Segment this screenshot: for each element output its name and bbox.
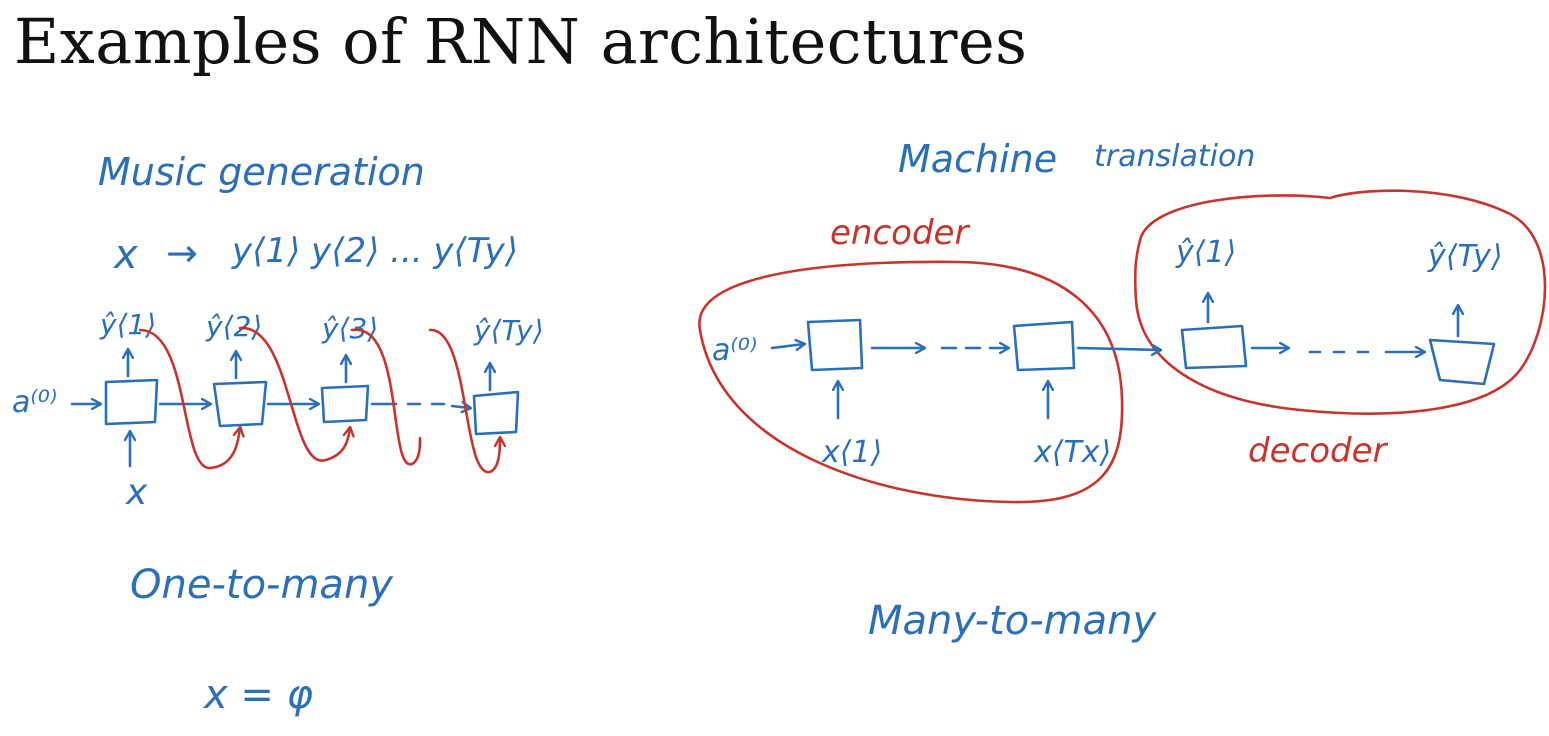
activation-arrow-dashed	[370, 404, 470, 408]
machine-translation-heading-1: Machine	[898, 137, 1057, 181]
feedback-loop-2	[238, 326, 350, 462]
feedback-loop-4	[428, 328, 500, 474]
encoder-input-label-2: x⟨Tx⟩	[1033, 435, 1111, 470]
feedback-loop-3	[350, 328, 422, 466]
decoder-cell-1	[1180, 324, 1248, 370]
rnn-cell-2	[212, 380, 268, 428]
slide-title: Examples of RNN architectures	[14, 5, 1028, 78]
encoder-cell-2	[1012, 320, 1076, 372]
decoder-output-label-2: ŷ⟨Ty⟩	[1427, 239, 1503, 274]
output-label-1: ŷ⟨1⟩	[99, 308, 156, 341]
category-label-many-to-many: Many-to-many	[868, 598, 1157, 644]
mapping-output-sequence: y⟨1⟩ y⟨2⟩ ... y⟨Ty⟩	[231, 231, 518, 271]
output-label-4: ŷ⟨Ty⟩	[473, 314, 544, 347]
machine-translation-panel: Machine translation encoder decoder a⁽⁰⁾…	[698, 137, 1547, 644]
category-label-one-to-many: One-to-many	[130, 562, 394, 608]
mt-initial-activation-label: a⁽⁰⁾	[712, 333, 757, 368]
encoder-label: encoder	[830, 213, 970, 253]
rnn-cell-1	[104, 378, 159, 426]
encoder-cell-1	[806, 318, 864, 372]
null-input-note: x = φ	[202, 672, 313, 718]
music-generation-heading: Music generation	[98, 150, 425, 194]
mapping-input-x: x	[112, 232, 138, 278]
mapping-arrow: →	[166, 231, 198, 275]
encoder-to-decoder-arrow	[1076, 348, 1160, 350]
decoder-label: decoder	[1248, 431, 1388, 471]
decoder-boundary	[1133, 189, 1547, 415]
mt-initial-activation-arrow	[770, 344, 804, 348]
encoder-input-label-1: x⟨1⟩	[821, 435, 882, 470]
output-label-2: ŷ⟨2⟩	[205, 310, 262, 343]
machine-translation-heading-2: translation	[1094, 139, 1255, 174]
decoder-output-label-1: ŷ⟨1⟩	[1175, 235, 1236, 270]
decoder-cell-2	[1428, 338, 1496, 386]
rnn-cell-4	[472, 390, 520, 436]
feedback-loop-1	[138, 328, 240, 470]
rnn-cell-3	[320, 384, 370, 424]
input-x-label: x	[125, 472, 148, 513]
encoder-boundary	[698, 260, 1124, 504]
output-label-3: ŷ⟨3⟩	[321, 312, 378, 345]
initial-activation-label: a⁽⁰⁾	[12, 385, 57, 420]
music-generation-panel: Music generation x → y⟨1⟩ y⟨2⟩ ... y⟨Ty⟩…	[12, 150, 544, 718]
